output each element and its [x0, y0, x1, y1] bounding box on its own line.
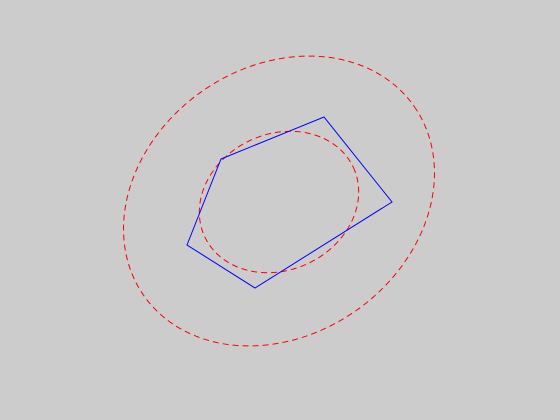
inner-ellipse [198, 130, 360, 274]
blue-pentagon [186, 116, 393, 289]
outer-ellipse [123, 55, 435, 347]
